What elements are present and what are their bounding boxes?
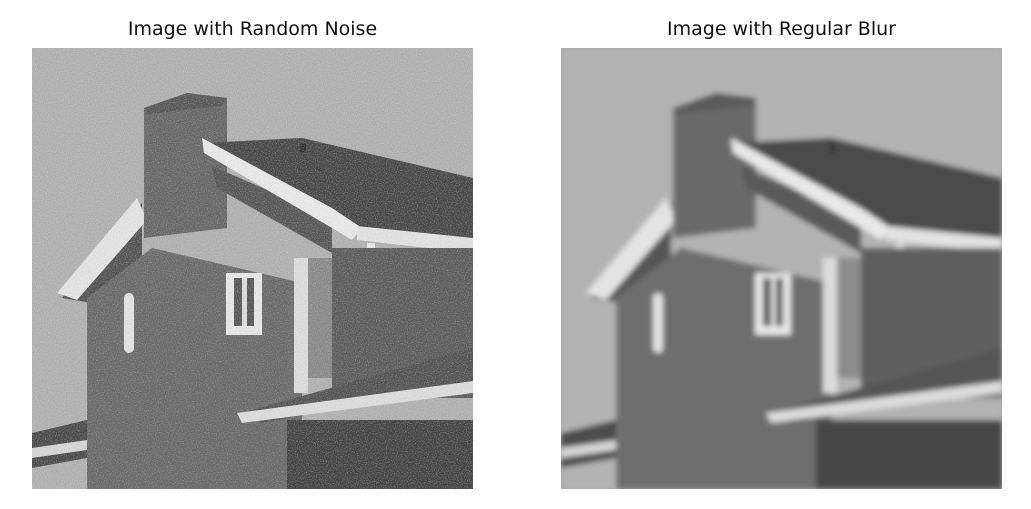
panel-title: Image with Random Noise [127, 18, 378, 40]
panel-title: Image with Regular Blur [667, 18, 896, 40]
panel-blurred: Image with Regular Blur [561, 0, 1002, 509]
house-photo-noisy [32, 48, 473, 489]
house-photo-blurred [561, 48, 1002, 489]
panel-noisy: Image with Random Noise [32, 0, 473, 509]
